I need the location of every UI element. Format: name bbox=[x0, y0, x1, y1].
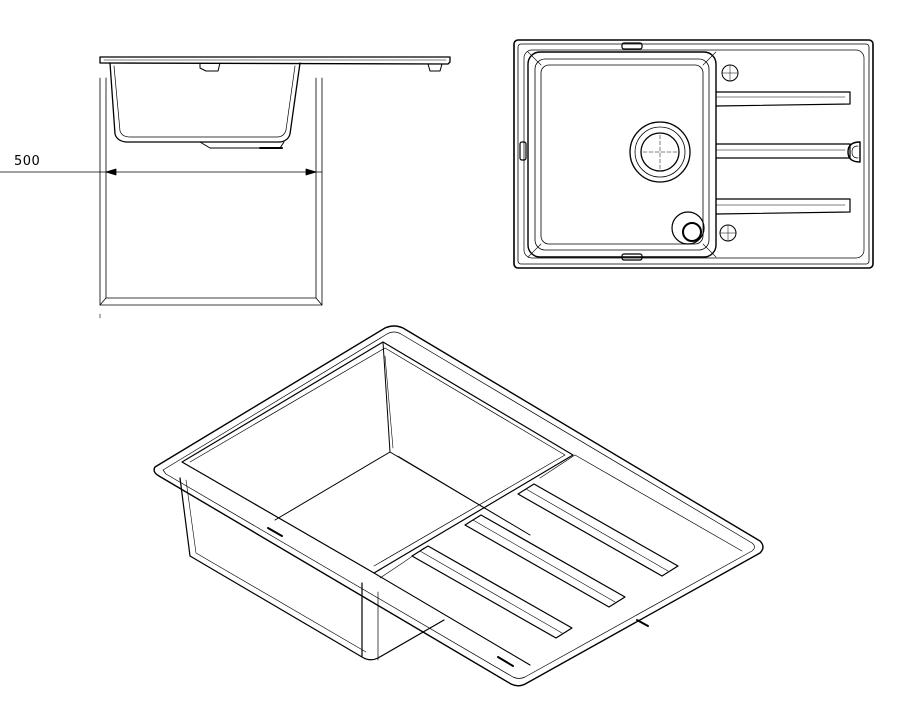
iso-drainer-grooves bbox=[411, 454, 743, 639]
sink-deck-profile bbox=[99, 56, 451, 72]
bowl-outline bbox=[527, 51, 717, 258]
isometric-view bbox=[153, 325, 764, 687]
side-section-view bbox=[0, 56, 451, 319]
drainer-grooves bbox=[715, 91, 851, 215]
top-plan-view bbox=[513, 39, 874, 269]
overflow-outlet bbox=[671, 211, 705, 245]
iso-bowl-interior bbox=[274, 341, 531, 536]
iso-outer-rim bbox=[153, 325, 764, 687]
cabinet-outline bbox=[99, 77, 323, 306]
iso-bowl-exterior bbox=[179, 477, 514, 667]
tap-holes bbox=[719, 64, 739, 242]
iso-bowl-opening bbox=[181, 341, 574, 574]
cabinet-width-dimension-label: 500 bbox=[14, 154, 41, 169]
width-dimension-line bbox=[0, 168, 323, 176]
waste-outlet bbox=[629, 121, 691, 183]
bowl-section bbox=[109, 62, 301, 149]
